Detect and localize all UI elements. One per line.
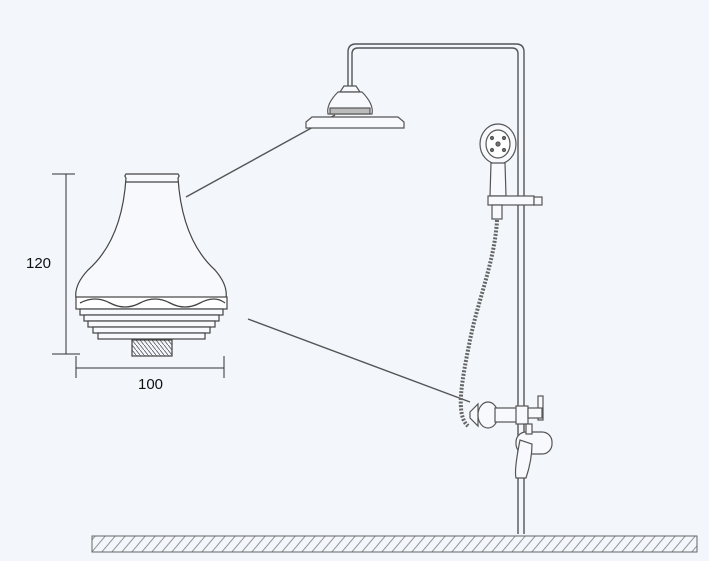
rain-shower-head-icon [305, 85, 405, 129]
leader-line-top [185, 114, 336, 198]
hand-shower-icon [479, 123, 543, 220]
mixer-valve-icon [469, 395, 553, 479]
floor [91, 535, 698, 553]
height-dimension-label: 120 [26, 255, 52, 272]
width-dimension [75, 356, 225, 378]
height-dimension [52, 173, 80, 355]
leader-line-bottom [247, 318, 471, 403]
width-dimension-label: 100 [138, 376, 164, 393]
shower-hose [458, 219, 499, 428]
shower-filter-icon [75, 173, 228, 357]
shower-riser [347, 43, 525, 534]
